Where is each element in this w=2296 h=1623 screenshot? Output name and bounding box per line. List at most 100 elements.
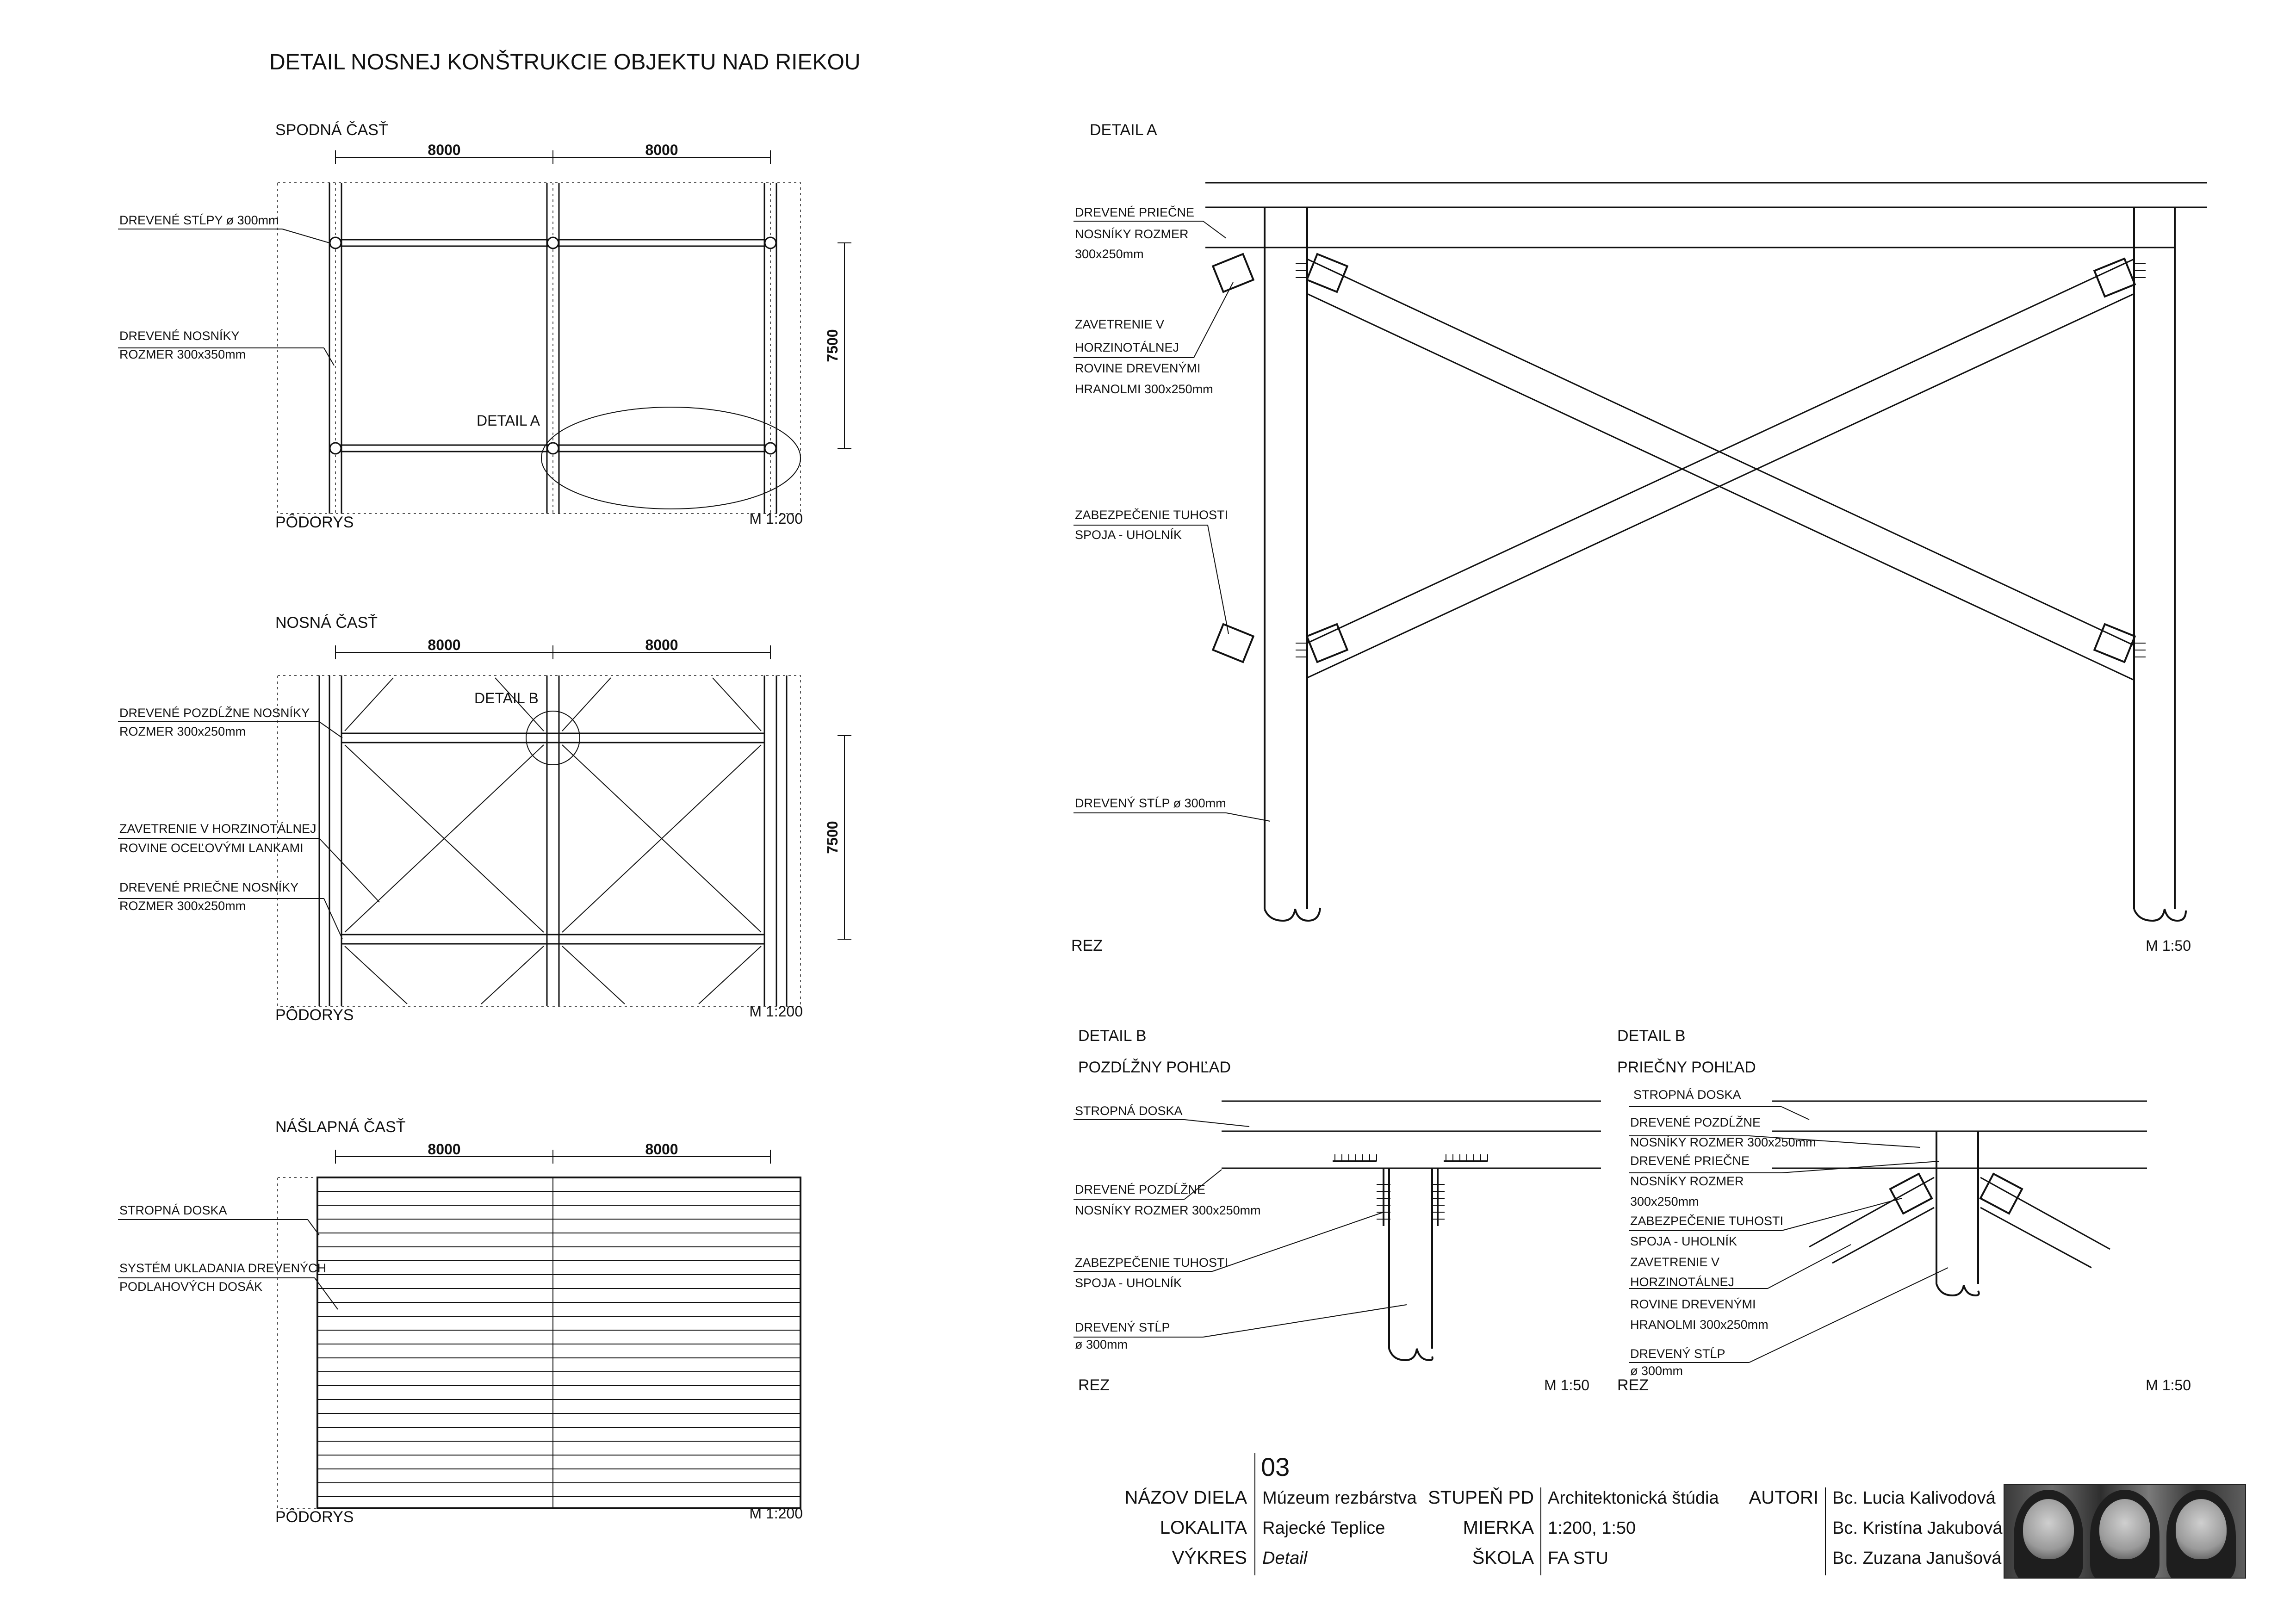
detailB2-label-9: ZAVETRENIE V: [1630, 1255, 1719, 1269]
tb2-val-3: FA STU: [1548, 1549, 1608, 1568]
tb2-key-3: ŠKOLA: [1472, 1547, 1534, 1568]
detailB2-label-10: HORZINOTÁLNEJ: [1630, 1275, 1734, 1289]
detailB1-heading: DETAIL B: [1078, 1027, 1146, 1045]
detailB2-label-1: STROPNÁ DOSKA: [1633, 1088, 1741, 1102]
tb2-key-1: STUPEŇ PD: [1428, 1487, 1534, 1508]
plan2-dim-2: 8000: [645, 637, 678, 653]
detailA-scale: M 1:50: [2146, 937, 2191, 954]
tb-author-1: Bc. Lucia Kalivodová: [1832, 1488, 1996, 1508]
sheet-title: DETAIL NOSNEJ KONŠTRUKCIE OBJEKTU NAD RI…: [269, 50, 861, 74]
detailA-label-5: HORZINOTÁLNEJ: [1075, 341, 1179, 354]
plan2-label-3: ZAVETRENIE V HORZINOTÁLNEJ: [119, 822, 316, 836]
plan2-section-title: NOSNÁ ČASŤ: [275, 614, 378, 632]
detailB1-label-2: DREVENÉ POZDĹŽNE: [1075, 1182, 1205, 1196]
detailB2-heading: DETAIL B: [1617, 1027, 1685, 1045]
detailA-label-1: DREVENÉ PRIEČNE: [1075, 205, 1194, 219]
detailA-label-7: HRANOLMI 300x250mm: [1075, 382, 1213, 396]
tb2-val-2: 1:200, 1:50: [1548, 1518, 1636, 1538]
detail-b-longitudinal: DETAIL B POZDĹŽNY POHĽAD STROPNÁ DOSKA D…: [1074, 1027, 1601, 1394]
tb-key-3: VÝKRES: [1172, 1547, 1247, 1568]
plan3-dim-2: 8000: [645, 1141, 678, 1158]
detailA-label-10: DREVENÝ STĹP ø 300mm: [1075, 796, 1226, 810]
tb-val-2: Rajecké Teplice: [1262, 1518, 1385, 1538]
detailB2-label-5: NOSNÍKY ROZMER: [1630, 1174, 1744, 1188]
tb-val-3: Detail: [1262, 1549, 1308, 1568]
plan1-detail-a-ellipse: [541, 407, 801, 509]
tb-author-3: Bc. Zuzana Janušová: [1832, 1549, 2002, 1568]
plan1-callout: DETAIL A: [477, 412, 540, 429]
detailA-label-8: ZABEZPEČENIE TUHOSTI: [1075, 508, 1228, 522]
plan1-label-rozmer: ROZMER 300x350mm: [119, 347, 246, 361]
detailB1-label-1: STROPNÁ DOSKA: [1075, 1104, 1183, 1118]
tb-key-2: LOKALITA: [1160, 1518, 1247, 1538]
tb2-val-1: Architektonická štúdia: [1548, 1488, 1719, 1508]
detailA-label-9: SPOJA - UHOLNÍK: [1075, 528, 1182, 542]
detailA-label-6: ROVINE DREVENÝMI: [1075, 361, 1201, 375]
plan2-vdim: 7500: [824, 821, 841, 854]
detailB2-label-3: NOSNÍKY ROZMER 300x250mm: [1630, 1135, 1816, 1149]
plan2-label-4: ROVINE OCEĽOVÝMI LANKAMI: [119, 841, 304, 855]
plan2-outline: [277, 675, 801, 1007]
plan1-view: PÔDORYS: [275, 514, 354, 531]
plan1-label-stlpy: DREVENÉ STĹPY ø 300mm: [119, 213, 279, 227]
plan-nosna-cast: NOSNÁ ČASŤ 8000 8000 7500: [118, 614, 851, 1024]
plan3-label-3: PODLAHOVÝCH DOSÁK: [119, 1280, 262, 1294]
detailB1-label-7: ø 300mm: [1075, 1338, 1128, 1351]
plan1-section-title: SPODNÁ ČASŤ: [275, 121, 388, 139]
plan2-label-6: ROZMER 300x250mm: [119, 899, 246, 913]
plan2-label-2: ROZMER 300x250mm: [119, 725, 246, 738]
plan1-vdim: 7500: [824, 329, 841, 362]
detailB1-label-3: NOSNÍKY ROZMER 300x250mm: [1075, 1203, 1261, 1217]
detailA-label-4: ZAVETRENIE V: [1075, 317, 1164, 331]
plan3-label-1: STROPNÁ DOSKA: [119, 1203, 227, 1217]
plan2-label-1: DREVENÉ POZDĹŽNE NOSNÍKY: [119, 706, 310, 720]
plan3-view: PÔDORYS: [275, 1508, 354, 1526]
detailB2-view: REZ: [1617, 1376, 1649, 1394]
plan3-dim-1: 8000: [428, 1141, 460, 1158]
detailB1-scale: M 1:50: [1544, 1377, 1589, 1394]
detailB2-label-14: ø 300mm: [1630, 1364, 1683, 1378]
plan2-detail-b-circle: [526, 711, 580, 765]
detailB1-label-5: SPOJA - UHOLNÍK: [1075, 1276, 1182, 1290]
detailB2-scale: M 1:50: [2146, 1377, 2191, 1394]
plan1-label-nosniky: DREVENÉ NOSNÍKY: [119, 329, 240, 343]
plan-spodna-cast: SPODNÁ ČASŤ 8000 8000 7500: [118, 121, 851, 531]
plan1-dim-1: 8000: [428, 142, 460, 158]
detail-a-section: DETAIL A: [1071, 121, 2207, 954]
sheet-number: 03: [1261, 1452, 1290, 1481]
title-block: 03 NÁZOV DIELA LOKALITA VÝKRES Múzeum re…: [1124, 1452, 2003, 1575]
tb-authors-key: AUTORI: [1749, 1487, 1818, 1508]
detailB1-label-6: DREVENÝ STĹP: [1075, 1320, 1170, 1334]
detailB2-label-7: ZABEZPEČENIE TUHOSTI: [1630, 1214, 1783, 1228]
tb-author-2: Bc. Kristína Jakubová: [1832, 1518, 2003, 1538]
tb-key-1: NÁZOV DIELA: [1124, 1487, 1247, 1508]
plan2-dim-1: 8000: [428, 637, 460, 653]
detailB1-label-4: ZABEZPEČENIE TUHOSTI: [1075, 1255, 1228, 1270]
plan2-label-5: DREVENÉ PRIEČNE NOSNÍKY: [119, 880, 298, 894]
plan1-outline: [277, 182, 801, 514]
plan1-scale: M 1:200: [749, 510, 803, 527]
detail-b-transverse: DETAIL B PRIEČNY POHĽAD STROPNÁ DOSKA DR…: [1617, 1027, 2191, 1394]
detailB2-label-11: ROVINE DREVENÝMI: [1630, 1297, 1756, 1311]
detailA-label-2: NOSNÍKY ROZMER: [1075, 227, 1189, 241]
plan3-section-title: NÁŠLAPNÁ ČASŤ: [275, 1118, 406, 1136]
plan-naslapna-cast: NÁŠLAPNÁ ČASŤ 8000 8000 STROPNÁ DOSKA SY…: [118, 1118, 803, 1526]
detailA-label-3: 300x250mm: [1075, 247, 1144, 261]
detailB2-subheading: PRIEČNY POHĽAD: [1617, 1059, 1756, 1076]
detailB1-subheading: POZDĹŽNY POHĽAD: [1078, 1059, 1231, 1076]
tb2-key-2: MIERKA: [1463, 1518, 1534, 1538]
detailB2-label-6: 300x250mm: [1630, 1195, 1699, 1208]
detailA-view: REZ: [1071, 937, 1103, 954]
authors-photo: [2004, 1484, 2246, 1579]
plan3-scale: M 1:200: [749, 1505, 803, 1522]
plan3-deck: [316, 1177, 801, 1509]
detailB2-label-8: SPOJA - UHOLNÍK: [1630, 1234, 1737, 1248]
detailB2-label-13: DREVENÝ STĹP: [1630, 1347, 1725, 1361]
detailA-heading: DETAIL A: [1090, 121, 1157, 139]
detailB2-label-4: DREVENÉ PRIEČNE: [1630, 1153, 1750, 1168]
detailB2-label-12: HRANOLMI 300x250mm: [1630, 1318, 1769, 1332]
plan1-dim-2: 8000: [645, 142, 678, 158]
plan2-callout: DETAIL B: [474, 690, 539, 706]
tb-val-1: Múzeum rezbárstva: [1262, 1488, 1417, 1508]
